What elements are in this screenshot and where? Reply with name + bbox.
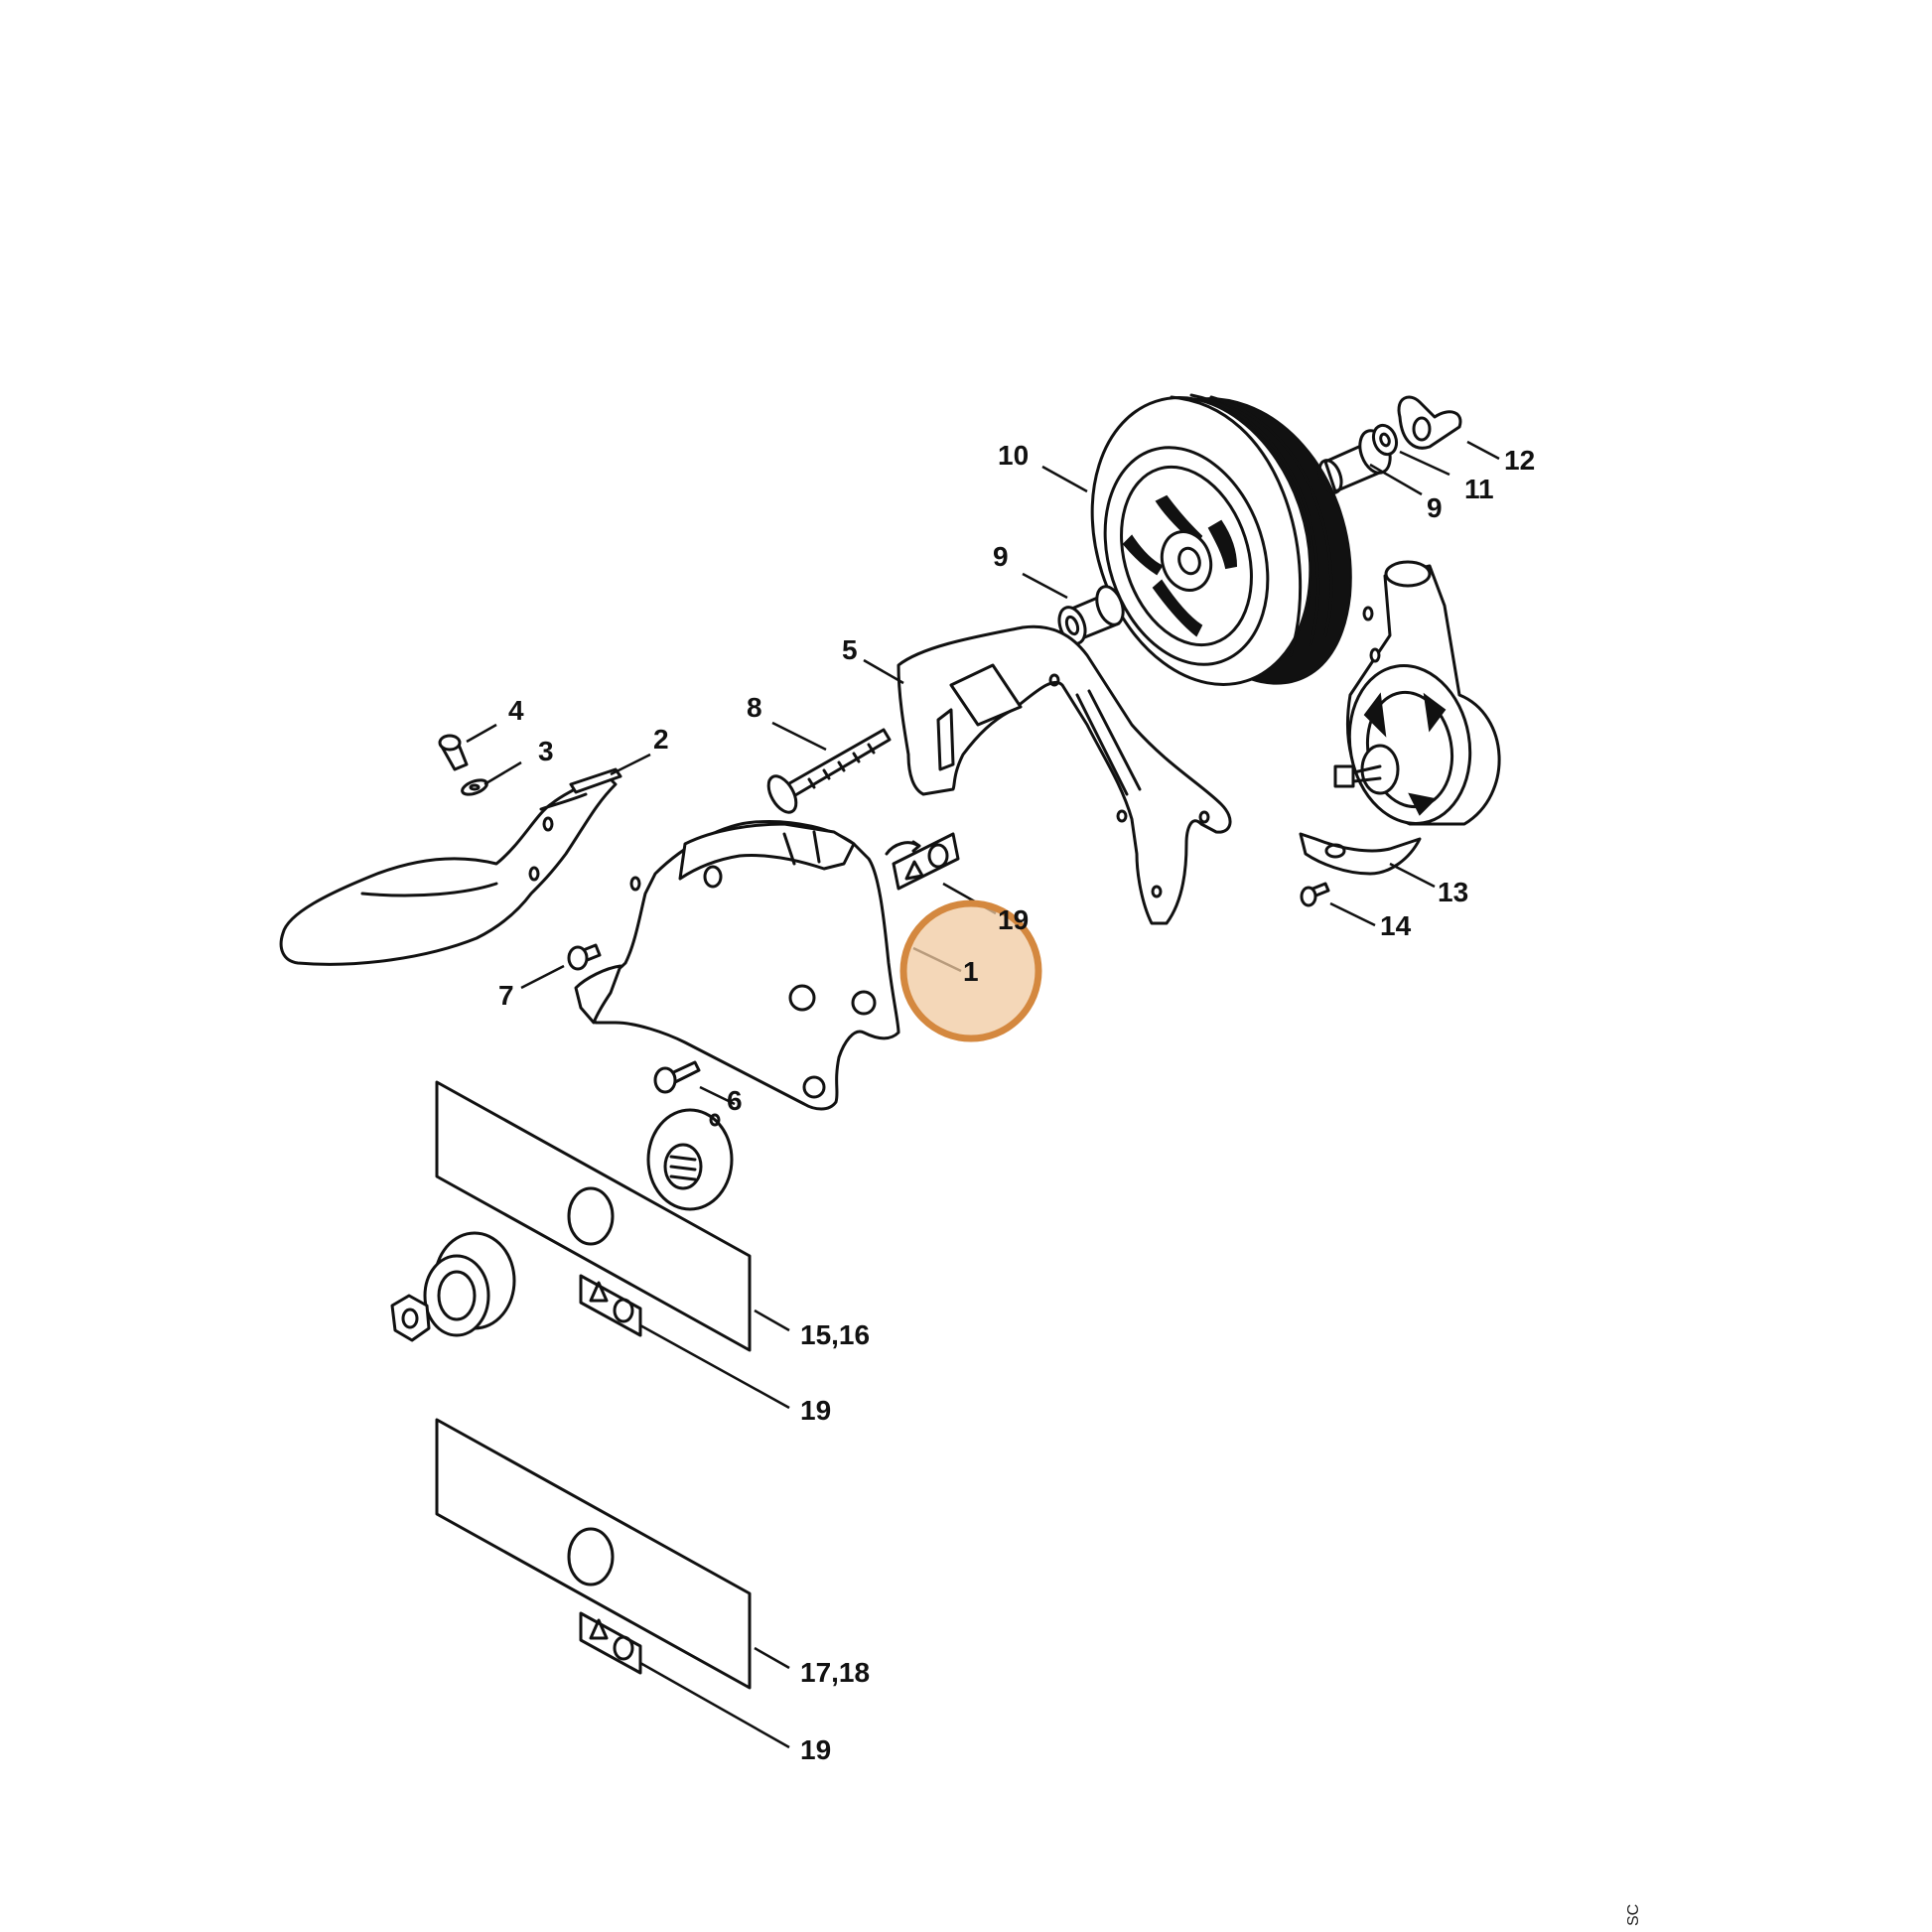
label-10: 10 [998, 440, 1029, 471]
gearbox-housing[interactable] [1333, 560, 1501, 833]
label-5: 5 [842, 634, 858, 665]
label-9-upper: 9 [1427, 492, 1443, 523]
label-2: 2 [653, 724, 669, 755]
label-19-middle: 19 [800, 1395, 831, 1426]
label-11: 11 [1464, 474, 1494, 504]
warning-triangle-icon [904, 860, 924, 881]
label-14: 14 [1380, 910, 1412, 941]
label-9-lower: 9 [993, 541, 1009, 572]
wheel[interactable] [1056, 369, 1352, 713]
leader-lines [466, 440, 1500, 1749]
washer[interactable] [1370, 422, 1401, 458]
warning-decal-blade-lower [579, 1611, 642, 1675]
highlight-marker [899, 899, 1042, 1042]
warning-decal-top [885, 832, 960, 891]
warning-decal-blade-upper [579, 1274, 642, 1337]
label-4: 4 [508, 695, 524, 726]
label-13: 13 [1438, 877, 1468, 907]
mounting-arm[interactable] [897, 624, 1232, 925]
label-3: 3 [538, 736, 554, 766]
warning-triangle-icon [589, 1281, 609, 1303]
screw-14[interactable] [1300, 882, 1330, 907]
label-15-16: 15,16 [800, 1319, 870, 1350]
carriage-bolt[interactable] [762, 728, 892, 817]
blade-guard[interactable] [574, 819, 900, 1111]
label-8: 8 [747, 692, 762, 723]
edger-blade-lower[interactable] [435, 1418, 752, 1690]
label-6: 6 [727, 1085, 743, 1116]
label-19-bottom: 19 [800, 1734, 831, 1765]
wing-nut[interactable] [1397, 395, 1462, 450]
screw-6[interactable] [653, 1060, 701, 1094]
label-12: 12 [1504, 445, 1535, 476]
label-7: 7 [498, 980, 514, 1011]
hex-nut[interactable] [390, 1294, 431, 1342]
warning-triangle-icon [589, 1618, 609, 1640]
screw-7[interactable] [567, 943, 602, 971]
label-17-18: 17,18 [800, 1657, 870, 1688]
corner-code: SC [1625, 1904, 1642, 1926]
thrust-washer[interactable] [646, 1108, 734, 1211]
bracket-clip[interactable] [1299, 832, 1422, 876]
deflector-plate[interactable] [279, 767, 622, 966]
label-1: 1 [963, 956, 979, 987]
edger-blade-upper[interactable] [435, 1080, 752, 1352]
screw-4[interactable] [438, 734, 469, 771]
label-19-top: 19 [998, 904, 1029, 935]
washer-3[interactable] [461, 777, 489, 797]
blade-flange[interactable] [423, 1231, 516, 1337]
